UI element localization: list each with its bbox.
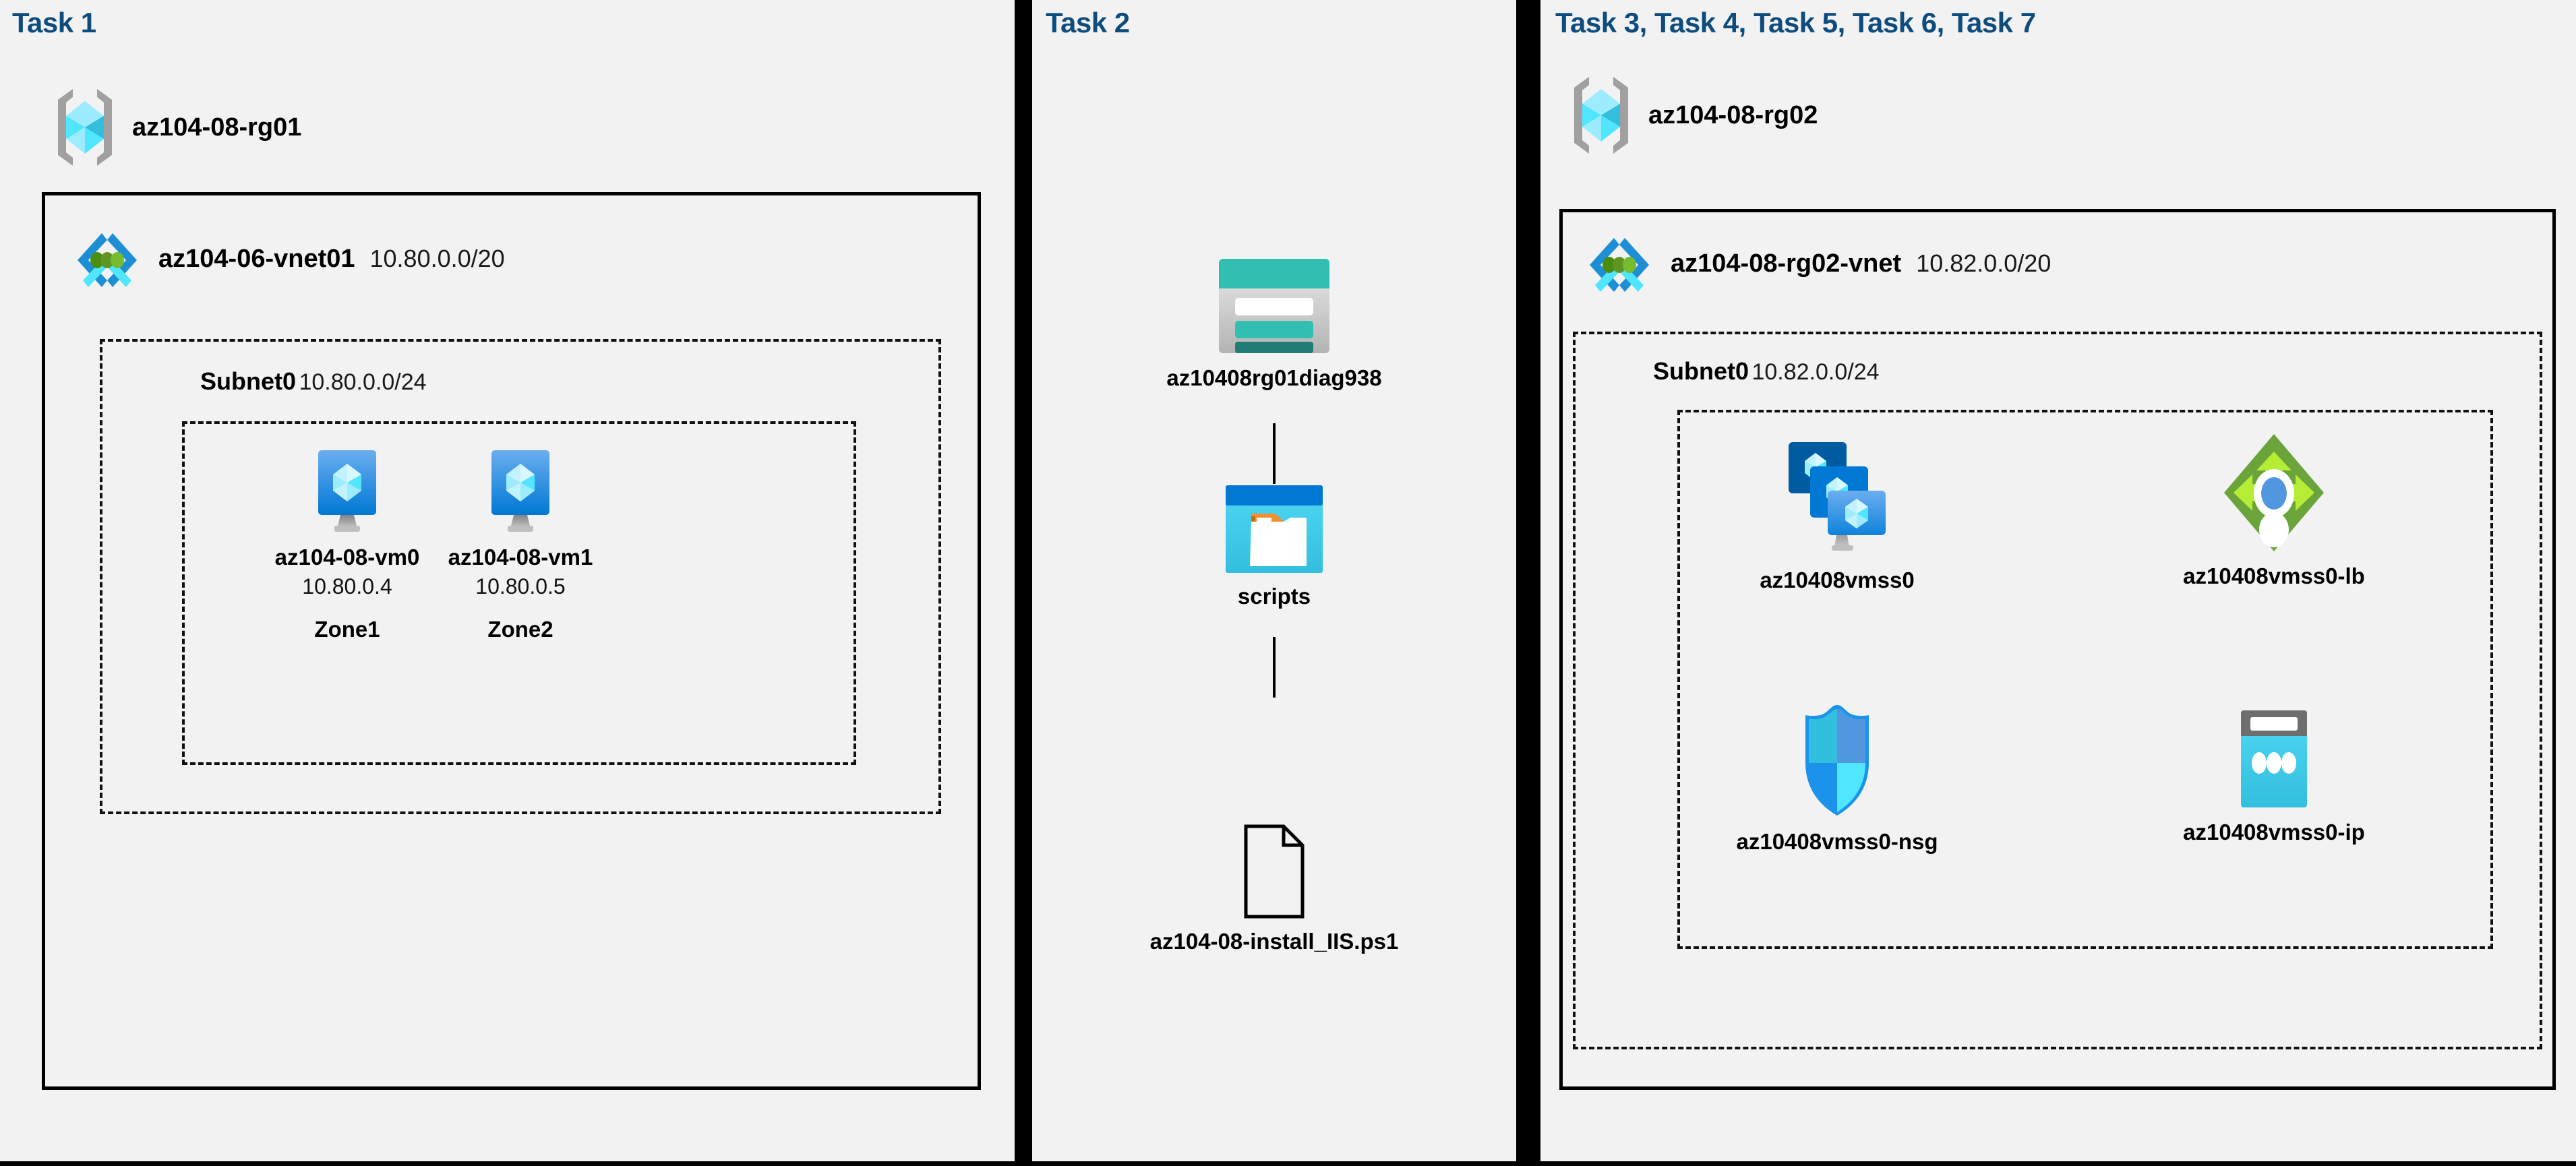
file-label: az104-08-install_IIS.ps1	[1149, 929, 1399, 954]
panel-divider-2	[1516, 0, 1540, 1166]
vmss-label: az10408vmss0	[1760, 567, 1915, 592]
vnet-header-row: az104-08-rg02-vnet 10.82.0.0/20	[1583, 227, 2051, 300]
subnet-name: Subnet0	[1653, 357, 1749, 385]
vm-node-az104-08-vm1: az104-08-vm1 10.80.0.5 Zone2	[446, 446, 595, 642]
bottom-rule	[0, 1161, 2576, 1166]
blob-container-node: scripts	[1032, 484, 1516, 609]
subnet0-dashed-task3	[1573, 332, 2542, 1049]
virtual-machine-icon	[479, 446, 562, 535]
vm-name: az104-08-vm0	[274, 545, 420, 570]
subnet-cidr: 10.80.0.0/24	[299, 369, 427, 395]
public-ip-address-icon	[2237, 708, 2311, 810]
panel-2-header: Task 2	[1046, 7, 1130, 38]
vnet-cidr: 10.82.0.0/20	[1916, 249, 2051, 277]
vm-zone-group-box-task1	[182, 421, 856, 765]
subnet-cidr: 10.82.0.0/24	[1751, 359, 1880, 385]
blob-container-label: scripts	[1237, 584, 1311, 609]
vnet-name: az104-08-rg02-vnet	[1671, 249, 1902, 278]
virtual-network-icon	[71, 222, 144, 295]
resource-group-az104-08-rg02: az104-08-rg02	[1569, 74, 1818, 156]
vnet-box-az104-06-vnet01: az104-06-vnet01 10.80.0.0/20	[42, 192, 981, 1090]
resource-group-label: az104-08-rg02	[1648, 100, 1818, 129]
resource-group-icon	[1569, 74, 1634, 156]
vm-ip: 10.80.0.4	[302, 574, 392, 599]
panel-3-header: Task 3, Task 4, Task 5, Task 6, Task 7	[1555, 7, 2036, 38]
vm-zone: Zone2	[487, 617, 553, 642]
vnet-cidr: 10.80.0.0/20	[369, 245, 505, 272]
nsg-label: az10408vmss0-nsg	[1736, 829, 1938, 854]
file-icon	[1239, 824, 1309, 919]
vm-ip: 10.80.0.5	[475, 574, 566, 599]
panel-divider-1	[1015, 0, 1032, 1166]
virtual-machine-icon	[306, 446, 388, 535]
resource-group-az104-08-rg01: az104-08-rg01	[53, 86, 301, 168]
subnet0-label-task1: Subnet0 10.80.0.0/24	[200, 367, 427, 396]
vm-scale-set-icon	[1785, 439, 1890, 558]
panel-task-2: Task 2 az10408rg01diag938	[1032, 0, 1516, 1166]
network-security-group-icon	[1796, 701, 1878, 820]
public-ip-node: az10408vmss0-ip	[2173, 708, 2375, 845]
vm-name: az104-08-vm1	[448, 545, 593, 570]
panel-task-3-to-7: Task 3, Task 4, Task 5, Task 6, Task 7 a…	[1540, 0, 2576, 1166]
blob-container-icon	[1223, 484, 1325, 574]
storage-account-node: az10408rg01diag938	[1032, 256, 1516, 391]
vm-node-az104-08-vm0: az104-08-vm0 10.80.0.4 Zone1	[273, 446, 421, 642]
public-ip-label: az10408vmss0-ip	[2183, 820, 2365, 845]
storage-account-icon	[1215, 256, 1334, 356]
file-node: az104-08-install_IIS.ps1	[1032, 824, 1516, 954]
load-balancer-node: az10408vmss0-lb	[2173, 431, 2375, 589]
resource-group-box-task3	[1677, 410, 2493, 949]
virtual-network-icon	[1583, 227, 1656, 300]
subnet-name: Subnet0	[200, 367, 297, 395]
vmss-node: az10408vmss0	[1736, 439, 1938, 593]
nsg-node: az10408vmss0-nsg	[1736, 701, 1938, 855]
load-balancer-icon	[2221, 431, 2327, 554]
vnet-name: az104-06-vnet01	[158, 244, 355, 273]
connector-container-to-file	[1273, 637, 1276, 698]
storage-account-label: az10408rg01diag938	[1166, 365, 1382, 390]
resource-group-icon	[53, 86, 117, 168]
subnet0-dashed-task1	[100, 339, 941, 814]
vnet-box-az104-08-rg02-vnet: az104-08-rg02-vnet 10.82.0.0/20	[1559, 209, 2556, 1090]
resource-group-label: az104-08-rg01	[132, 113, 302, 142]
vm-zone: Zone1	[314, 617, 380, 642]
connector-storage-to-container	[1273, 423, 1276, 484]
panel-1-header: Task 1	[12, 7, 96, 38]
subnet0-label-task3: Subnet0 10.82.0.0/24	[1653, 357, 1880, 386]
vnet-header-row: az104-06-vnet01 10.80.0.0/20	[71, 222, 505, 295]
load-balancer-label: az10408vmss0-lb	[2183, 563, 2365, 588]
panel-task-1: Task 1 az104-08-rg01	[0, 0, 1015, 1166]
